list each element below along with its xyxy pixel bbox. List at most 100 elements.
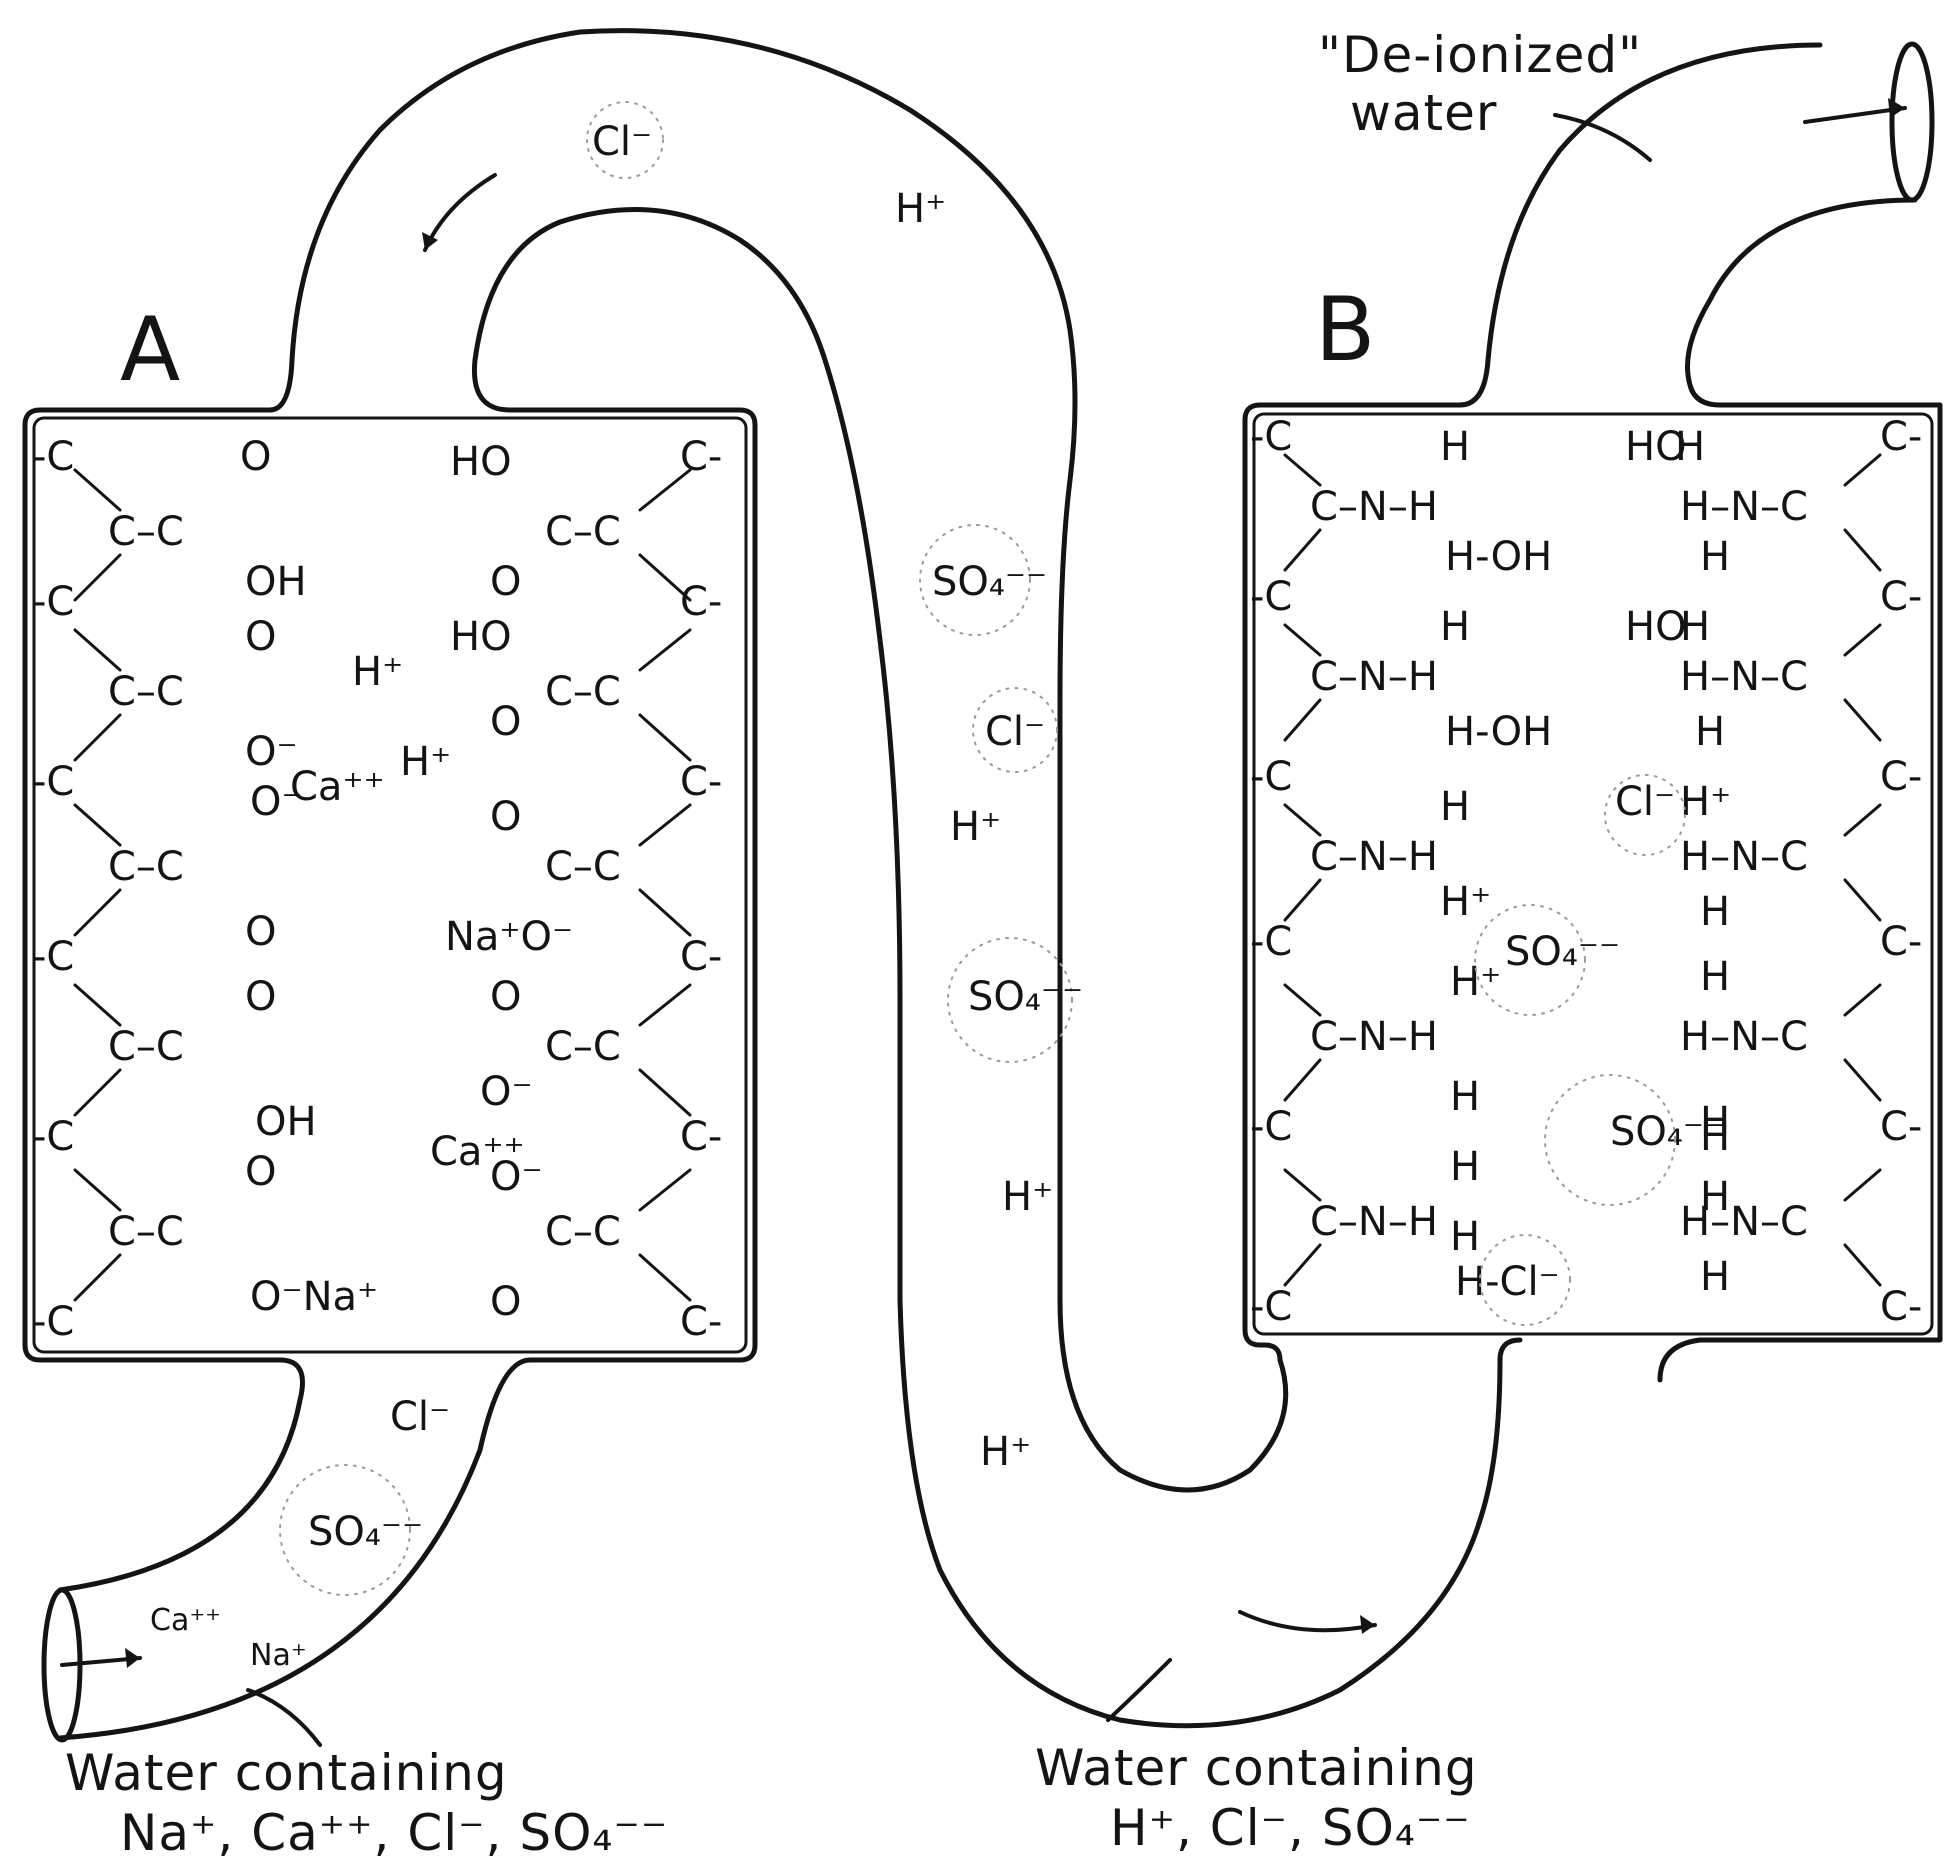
functional-group: H⁺	[1450, 959, 1501, 1005]
bond-line	[1843, 1058, 1882, 1102]
functional-group: HO	[450, 439, 512, 485]
backbone-carbon: C–C	[108, 1024, 184, 1070]
backbone-carbon: C–C	[108, 844, 184, 890]
backbone-carbon: H–N–C	[1680, 834, 1808, 880]
backbone-carbon: C-	[1880, 574, 1922, 620]
bond-line	[1283, 453, 1322, 487]
backbone-carbon: C-	[1880, 919, 1922, 965]
functional-group: H	[1700, 1254, 1730, 1300]
functional-group: Ca⁺⁺	[290, 764, 385, 810]
functional-group: H	[1440, 784, 1470, 830]
backbone-carbon: -C	[1250, 919, 1292, 965]
functional-group: H	[1700, 1099, 1730, 1145]
backbone-carbon: -C	[32, 434, 74, 480]
bond-line	[1843, 453, 1882, 487]
ion-label: H⁺	[950, 804, 1001, 850]
functional-group: O	[490, 559, 521, 605]
backbone-carbon: C–C	[108, 1209, 184, 1255]
column-a-inner-wall	[32, 416, 748, 1354]
ion-label: H⁺	[980, 1429, 1031, 1475]
ion-label: H⁺	[1002, 1174, 1053, 1220]
ion-cloud	[919, 524, 1031, 636]
backbone-carbon: -C	[1250, 574, 1292, 620]
bond-line	[1283, 1168, 1322, 1202]
bond-line	[73, 1253, 122, 1302]
bond-line	[73, 888, 122, 937]
ion-label: SO₄⁻⁻	[968, 974, 1083, 1020]
functional-group: H	[1440, 424, 1470, 470]
ion-cloud	[586, 101, 664, 179]
bond-line	[638, 1253, 692, 1302]
bond-line	[1283, 1058, 1322, 1102]
backbone-carbon: C–C	[545, 844, 621, 890]
labels: A B "De-ionized" water Water containing …	[65, 26, 1642, 1862]
functional-group: HO	[450, 614, 512, 660]
ion-cloud	[1544, 1074, 1676, 1206]
functional-group: O	[245, 909, 276, 955]
outlet-opening	[1889, 41, 1935, 203]
backbone-carbon: C-	[1880, 754, 1922, 800]
bond-line	[638, 803, 692, 847]
functional-group: O	[490, 1279, 521, 1325]
bond-line	[1843, 983, 1882, 1017]
functional-group: O	[490, 794, 521, 840]
bond-line	[1283, 878, 1322, 922]
functional-group: H-Cl⁻	[1455, 1259, 1560, 1305]
functional-group: OH	[245, 559, 307, 605]
bond-line	[73, 468, 122, 512]
outlet-caption-line2: water	[1350, 84, 1497, 142]
bond-line	[638, 1168, 692, 1212]
ion-label: Na⁺	[250, 1638, 307, 1673]
outlet-caption-line1: "De-ionized"	[1318, 26, 1642, 84]
column-a-top-loop	[267, 28, 1289, 1493]
backbone-carbon: C–N–H	[1310, 654, 1438, 700]
functional-group: OH	[255, 1099, 317, 1145]
backbone-carbon: C–C	[545, 1024, 621, 1070]
backbone-carbon: -C	[32, 1299, 74, 1345]
backbone-carbon: -C	[1250, 1284, 1292, 1330]
bond-line	[1843, 1168, 1882, 1202]
backbone-carbon: C–N–H	[1310, 484, 1438, 530]
ion-cloud	[947, 937, 1073, 1063]
resin-a-label: A	[120, 298, 180, 401]
backbone-carbon: -C	[32, 759, 74, 805]
column-b-outline	[1242, 42, 1943, 1383]
resin-a-structure: -C-C-C-C-C-CC–CC–CC–CC–CC–CC-C-C-C-C-C-C…	[32, 434, 722, 1345]
bond-line	[1843, 803, 1882, 837]
backbone-carbon: C–C	[545, 509, 621, 555]
functional-group: Ca⁺⁺	[430, 1129, 525, 1175]
backbone-carbon: C-	[680, 1299, 722, 1345]
column-a-outline	[22, 207, 1523, 1741]
resin-b-label: B	[1315, 278, 1375, 381]
functional-group: Na⁺O⁻	[445, 914, 573, 960]
bond-line	[638, 713, 692, 762]
backbone-carbon: H–N–C	[1680, 1014, 1808, 1060]
functional-group: HO	[1625, 424, 1687, 470]
functional-group: O	[245, 974, 276, 1020]
pipe-system	[22, 28, 1943, 1743]
functional-group: O⁻	[245, 729, 298, 775]
ion-cloud	[1474, 904, 1586, 1016]
outlet-arrow	[1803, 106, 1907, 124]
functional-group: O	[490, 974, 521, 1020]
functional-group: O⁻Na⁺	[250, 1274, 378, 1320]
backbone-carbon: C-	[1880, 414, 1922, 460]
backbone-carbon: H–N–C	[1680, 1199, 1808, 1245]
functional-group: H⁺	[1440, 879, 1491, 925]
functional-group: O	[245, 1149, 276, 1195]
bottom-flow-arrow-head	[1360, 1615, 1375, 1634]
outlet-label-pointer	[1553, 113, 1652, 162]
free-ions: Cl⁻ H⁺ SO₄⁻⁻ Cl⁻ H⁺ SO₄⁻⁻ H⁺ H⁺ H⁺ H⁺ Cl…	[150, 101, 1083, 1673]
backbone-carbon: C-	[680, 759, 722, 805]
ion-label: H⁺	[352, 649, 403, 695]
ion-label: SO₄⁻⁻	[308, 1509, 423, 1555]
functional-group: O	[240, 434, 271, 480]
top-flow-arrow-head	[422, 232, 438, 250]
backbone-carbon: C–C	[108, 509, 184, 555]
resin-b-structure: -C-C-C-C-C-CC–N–HC–N–HC–N–HC–N–HC–N–HC-C…	[1250, 414, 1922, 1330]
ion-label: H⁺	[895, 186, 946, 232]
bond-line	[1843, 623, 1882, 657]
functional-group: H	[1700, 1174, 1730, 1220]
inlet-caption-line2: Na⁺, Ca⁺⁺, Cl⁻, SO₄⁻⁻	[120, 1804, 668, 1862]
